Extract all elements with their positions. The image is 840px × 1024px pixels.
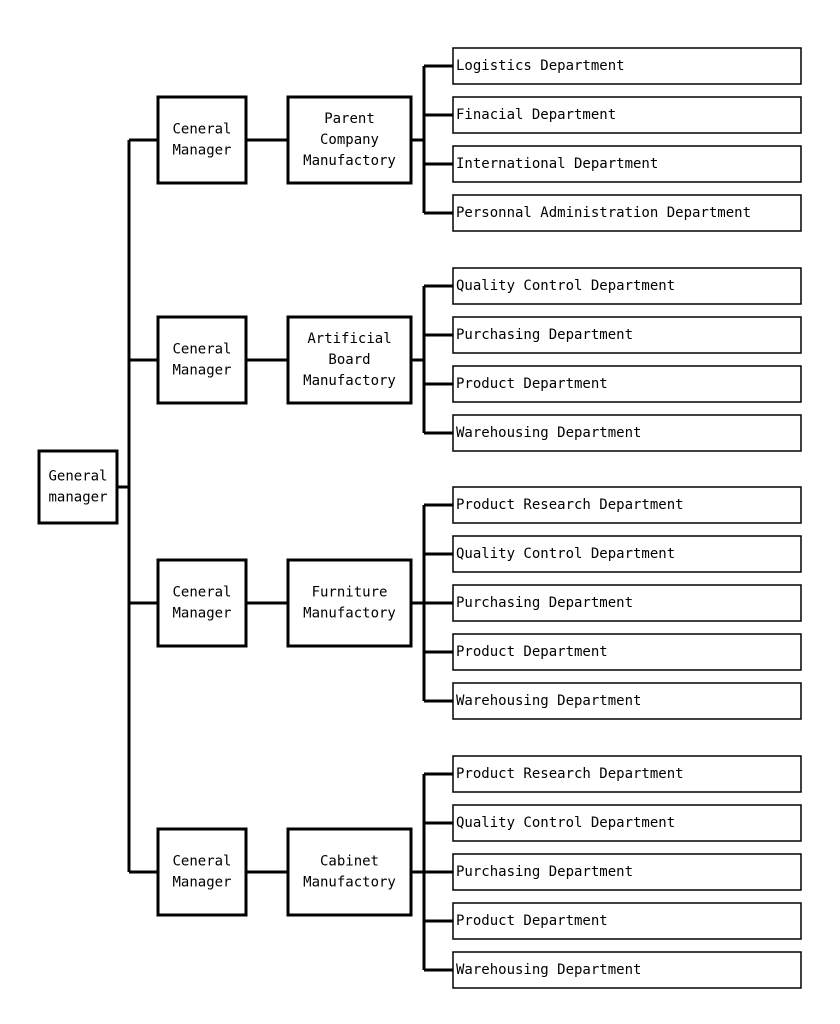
department-label: Warehousing Department	[456, 425, 641, 441]
department-label: Quality Control Department	[456, 278, 675, 294]
department-label: Quality Control Department	[456, 546, 675, 562]
department-label: Purchasing Department	[456, 327, 633, 343]
ceneral-manager-label-line: Ceneral	[172, 122, 231, 138]
ceneral-manager-box	[156, 827, 248, 917]
department-label: Product Research Department	[456, 766, 684, 782]
ceneral-manager-box	[156, 95, 248, 185]
department-box	[452, 584, 802, 622]
general-manager-label-line: manager	[48, 490, 107, 506]
department-box	[452, 755, 802, 793]
department-box	[452, 902, 802, 940]
department-box	[452, 682, 802, 720]
ceneral-manager-label-line: Manager	[172, 875, 231, 891]
department-box	[452, 194, 802, 232]
department-box	[452, 633, 802, 671]
department-label: Warehousing Department	[456, 962, 641, 978]
manufactory-label-line: Manufactory	[303, 373, 396, 389]
department-label: Finacial Department	[456, 107, 616, 123]
department-box	[452, 47, 802, 85]
manufactory-label-line: Artificial	[307, 331, 391, 347]
department-box	[452, 535, 802, 573]
manufactory-label-line: Manufactory	[303, 606, 396, 622]
department-label: Purchasing Department	[456, 595, 633, 611]
manufactory-label-line: Manufactory	[303, 875, 396, 891]
manufactory-box	[286, 95, 413, 185]
department-label: Logistics Department	[456, 58, 625, 74]
department-label: Personnal Administration Department	[456, 205, 751, 221]
ceneral-manager-label-line: Manager	[172, 606, 231, 622]
manufactory-label-line: Manufactory	[303, 153, 396, 169]
manufactory-box	[286, 315, 413, 405]
general-manager-label-line: General	[48, 469, 107, 485]
manufactory-label-line: Furniture	[312, 585, 388, 601]
manufactory-box	[286, 827, 413, 917]
manufactory-label-line: Board	[328, 352, 370, 368]
manufactory-label-line: Parent	[324, 111, 375, 127]
department-box	[452, 365, 802, 403]
department-box	[452, 804, 802, 842]
department-box	[452, 486, 802, 524]
department-label: Purchasing Department	[456, 864, 633, 880]
department-label: Product Department	[456, 376, 608, 392]
department-box	[452, 951, 802, 989]
ceneral-manager-box	[156, 315, 248, 405]
manufactory-box	[286, 558, 413, 648]
department-box	[452, 414, 802, 452]
department-box	[452, 96, 802, 134]
department-box	[452, 145, 802, 183]
department-label: Product Department	[456, 644, 608, 660]
ceneral-manager-label-line: Ceneral	[172, 854, 231, 870]
department-label: International Department	[456, 156, 658, 172]
general-manager-box	[37, 449, 119, 525]
department-box	[452, 267, 802, 305]
ceneral-manager-label-line: Ceneral	[172, 585, 231, 601]
ceneral-manager-label-line: Manager	[172, 363, 231, 379]
department-label: Product Research Department	[456, 497, 684, 513]
department-label: Warehousing Department	[456, 693, 641, 709]
department-box	[452, 853, 802, 891]
department-label: Quality Control Department	[456, 815, 675, 831]
manufactory-label-line: Company	[320, 132, 379, 148]
ceneral-manager-label-line: Ceneral	[172, 342, 231, 358]
department-label: Product Department	[456, 913, 608, 929]
department-box	[452, 316, 802, 354]
ceneral-manager-label-line: Manager	[172, 143, 231, 159]
manufactory-label-line: Cabinet	[320, 854, 379, 870]
ceneral-manager-box	[156, 558, 248, 648]
